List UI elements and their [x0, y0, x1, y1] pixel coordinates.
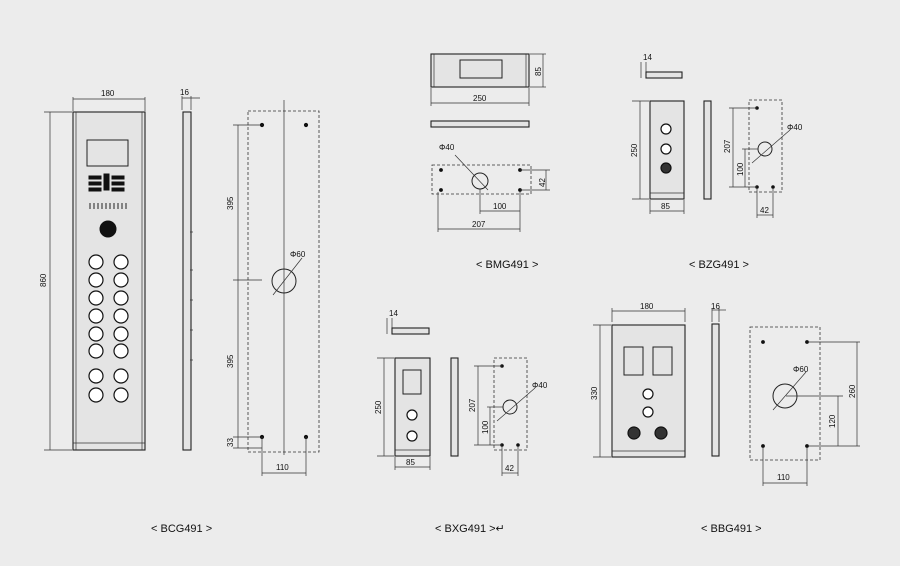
bbg-width-dim: 180: [640, 302, 654, 311]
bxg-width-dim: 85: [406, 458, 415, 467]
bcg-floor-buttons: [88, 254, 129, 403]
bbg-260-dim: 260: [848, 384, 857, 398]
bbg-120-dim: 120: [828, 414, 837, 428]
bcg-width-dim: 180: [101, 89, 115, 98]
bbg-110-dim: 110: [777, 473, 790, 482]
bbg491-front-view: 180 330: [590, 302, 686, 458]
bxg491-front-view: 250 85: [374, 357, 431, 470]
bcg-lower-dim: 395: [226, 354, 235, 368]
bmg-100-dim: 100: [493, 202, 507, 211]
bcg-height-dim: 860: [39, 273, 48, 287]
bxg-hole-dim: Φ40: [532, 381, 548, 390]
bzg491-side-view: [703, 100, 712, 200]
bzg-thickness-dim: 14: [643, 53, 652, 62]
bmg491-top-view: [430, 120, 530, 128]
bzg-width-dim: 85: [661, 202, 670, 211]
bcg-key-switch: [99, 220, 117, 238]
bbg491-side-view: 16: [711, 302, 726, 457]
bcg-hole-dim: Φ60: [290, 250, 306, 259]
bxg-thickness-dim: 14: [389, 309, 398, 318]
bxg491-top-view: 14: [386, 309, 430, 335]
bbg-height-dim: 330: [590, 386, 599, 400]
bxg-100-dim: 100: [481, 420, 490, 434]
bbg-thickness-dim: 16: [711, 302, 720, 311]
bmg-width-dim: 250: [473, 94, 487, 103]
bmg491-front-view: 85 250: [430, 53, 546, 106]
bzg491-front-view: 250 85: [630, 100, 685, 214]
bzg-42-dim: 42: [760, 206, 769, 215]
bxg-42-dim: 42: [505, 464, 514, 473]
bcg-bottom-dim: 33: [226, 438, 235, 447]
caption-bmg491: < BMG491 >: [476, 259, 538, 271]
caption-bbg491: < BBG491 >: [701, 523, 762, 535]
bxg491-side-view: [450, 357, 459, 457]
bbg491-cutout-view: Φ60 120 260 110: [749, 326, 860, 486]
bzg-hole-dim: Φ40: [787, 123, 803, 132]
bmg-height-dim: 85: [534, 67, 543, 76]
bcg-spacing-dim: 110: [276, 463, 289, 472]
bcg-braille-dots: [89, 203, 127, 209]
caption-bxg491: < BXG491 >↵: [435, 523, 505, 535]
bxg-height-dim: 250: [374, 400, 383, 414]
bcg491-side-view: 16: [180, 88, 200, 451]
bcg491-cutout-view: 395 395 33 Φ60 110: [226, 100, 320, 476]
bbg-hole-dim: Φ60: [793, 365, 809, 374]
bxg-207-dim: 207: [468, 398, 477, 412]
caption-bcg491: < BCG491 >: [151, 523, 212, 535]
bzg491-cutout-view: Φ40 207 100 42: [723, 99, 803, 218]
bmg491-cutout-view: Φ40 42 100 207: [431, 143, 550, 232]
bmg-hole-dim: Φ40: [439, 143, 455, 152]
bxg491-cutout-view: Φ40 207 100 42: [468, 357, 548, 476]
bcg491-front-view: 180 860: [39, 89, 146, 451]
bmg-207-dim: 207: [472, 220, 486, 229]
bcg-upper-dim: 395: [226, 196, 235, 210]
bzg-100-dim: 100: [736, 162, 745, 176]
caption-bzg491: < BZG491 >: [689, 259, 749, 271]
bmg-h42-dim: 42: [538, 178, 547, 187]
bzg491-top-view: 14: [640, 53, 683, 79]
bcg-thickness-dim: 16: [180, 88, 189, 97]
bzg-height-dim: 250: [630, 143, 639, 157]
bzg-207-dim: 207: [723, 139, 732, 153]
bcg-indicator-slots: [88, 173, 125, 192]
